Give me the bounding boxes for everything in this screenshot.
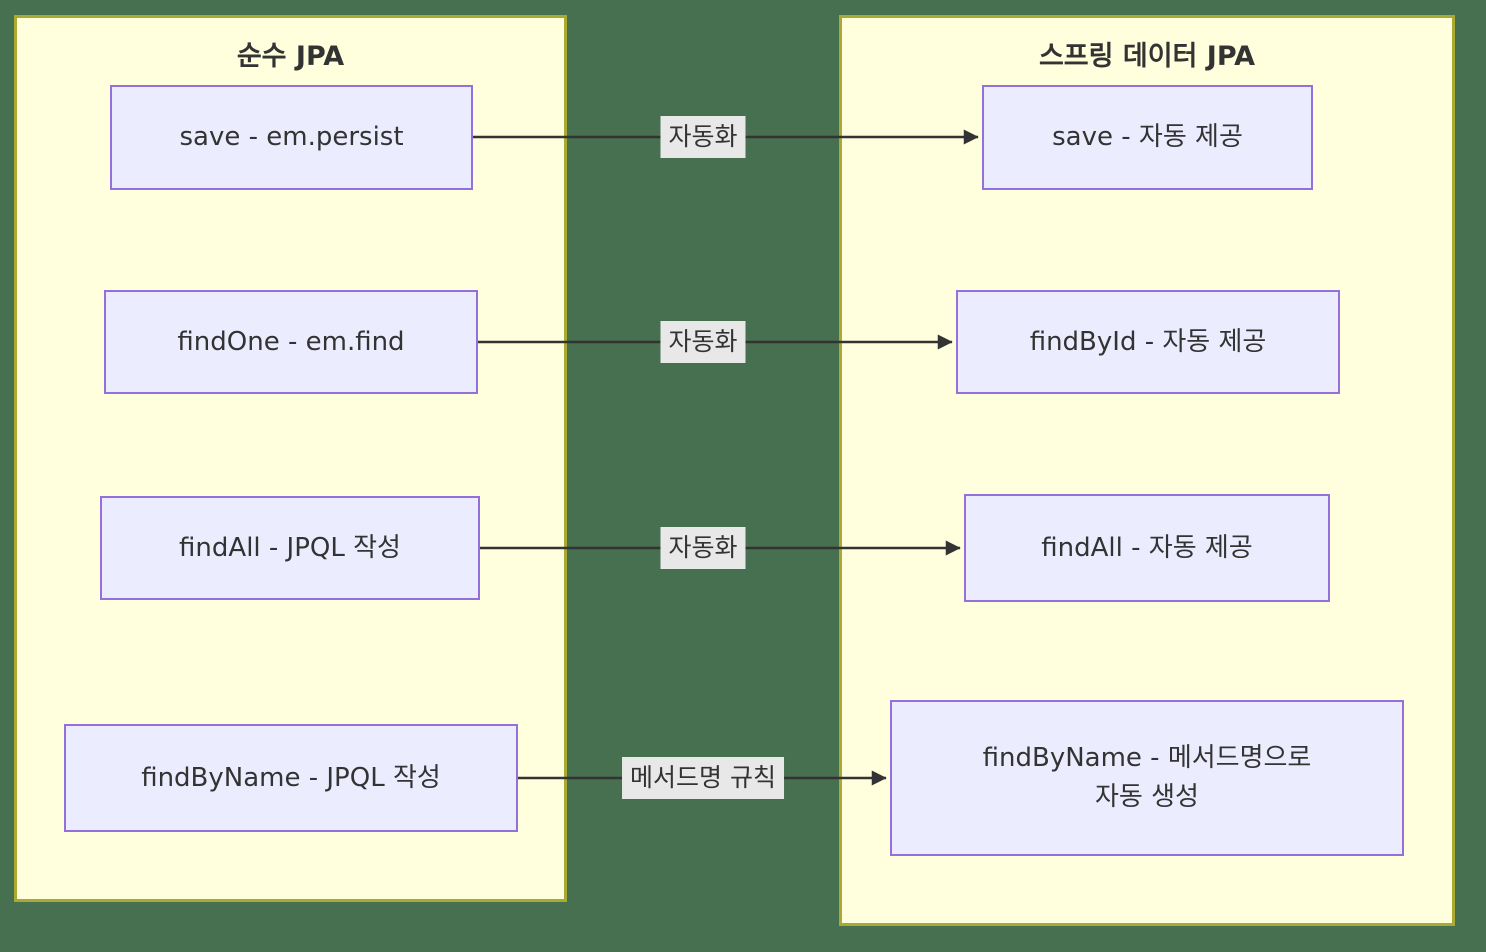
edge-label-automation-1: 자동화 xyxy=(660,116,746,158)
edge-label-automation-2: 자동화 xyxy=(660,321,746,363)
node-findall-jpql: findAll - JPQL 작성 xyxy=(100,496,480,600)
cluster-pure-jpa-title: 순수 JPA xyxy=(236,41,345,72)
node-findbyid-auto: findById - 자동 제공 xyxy=(956,290,1340,394)
node-save-auto: save - 자동 제공 xyxy=(982,85,1313,190)
node-findall-auto: findAll - 자동 제공 xyxy=(964,494,1330,602)
node-label: findByName - 메서드명으로 자동 생성 xyxy=(983,739,1312,817)
node-label: findOne - em.find xyxy=(177,326,405,357)
node-label: findAll - JPQL 작성 xyxy=(179,532,401,563)
node-findone-em-find: findOne - em.find xyxy=(104,290,478,394)
node-label: findById - 자동 제공 xyxy=(1029,326,1267,357)
edge-label-method-name-rule: 메서드명 규칙 xyxy=(622,757,784,799)
edge-label-automation-3: 자동화 xyxy=(660,527,746,569)
node-save-em-persist: save - em.persist xyxy=(110,85,473,190)
node-label: save - em.persist xyxy=(179,122,404,152)
node-findbyname-methodname: findByName - 메서드명으로 자동 생성 xyxy=(890,700,1404,856)
cluster-spring-data-jpa-title: 스프링 데이터 JPA xyxy=(1038,41,1256,72)
node-label-line-2: 자동 생성 xyxy=(1095,782,1199,812)
node-findbyname-jpql: findByName - JPQL 작성 xyxy=(64,724,518,832)
node-label-line-1: findByName - 메서드명으로 xyxy=(982,743,1312,773)
node-label: findAll - 자동 제공 xyxy=(1041,532,1253,563)
node-label: save - 자동 제공 xyxy=(1052,122,1243,152)
node-label: findByName - JPQL 작성 xyxy=(141,762,441,793)
